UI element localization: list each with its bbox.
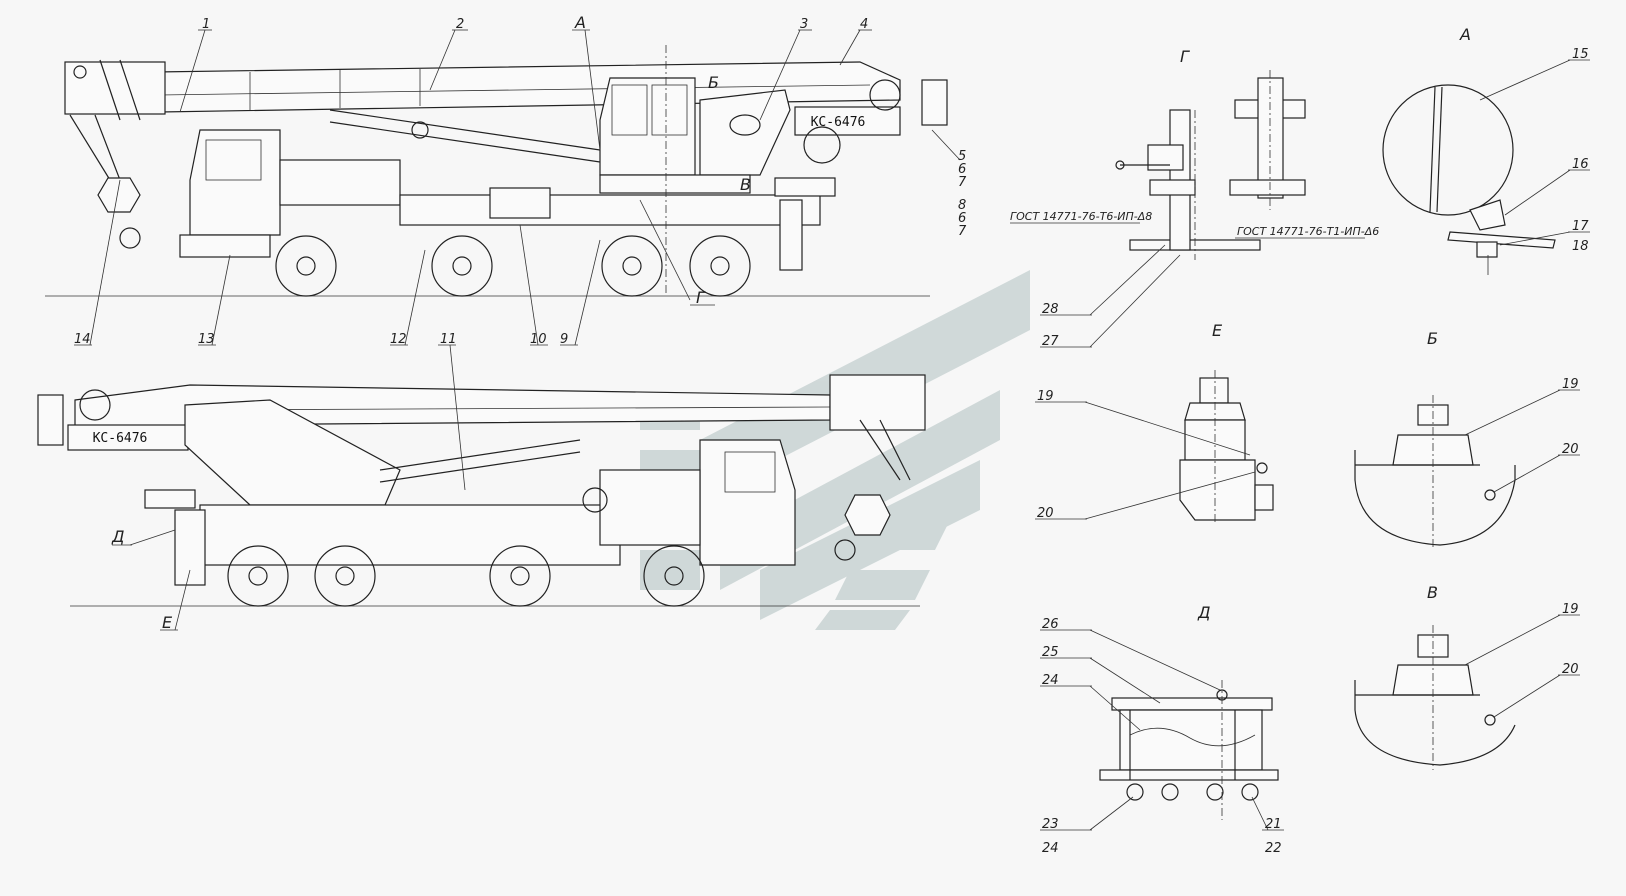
watermark-logo [640, 270, 1030, 630]
callout-6a: 6 [958, 162, 966, 177]
gost-label-top: ГОСТ 14771-76-Т6-ИП-Δ8 [1010, 210, 1152, 223]
callout-18: 18 [1572, 239, 1589, 254]
detail-B: Б 19 20 [1354, 329, 1580, 550]
callout-22: 22 [1265, 841, 1282, 856]
lamp-body [1382, 84, 1514, 216]
detail-A: А 15 16 17 18 [1382, 25, 1590, 275]
view-label-D-callout: Д [111, 527, 125, 546]
detail-E-title: Е [1212, 321, 1223, 340]
view-label-G-callout: Г [696, 288, 706, 307]
callout-4: 4 [860, 17, 868, 32]
boom-head-bottom [829, 374, 926, 561]
callout-6b: 6 [958, 211, 966, 226]
callout-8: 8 [958, 198, 966, 213]
wheels-top [275, 235, 751, 297]
view-label-A-top: А [574, 13, 586, 32]
detail-G-title: Г [1180, 47, 1190, 66]
view-label-V-top: В [740, 175, 751, 194]
callout-20a: 20 [1037, 506, 1054, 521]
callout-23: 23 [1042, 817, 1059, 832]
callout-19c: 19 [1562, 602, 1579, 617]
callout-15: 15 [1572, 47, 1589, 62]
callouts-top: 1 2 3 4 А Б В 5 6 7 8 6 7 Г 9 10 12 13 1… [74, 13, 967, 347]
detail-D-title: Д [1197, 603, 1211, 622]
callout-24a: 24 [1042, 673, 1059, 688]
detail-E: Е 19 20 [1035, 321, 1274, 525]
wheels-bottom [227, 545, 705, 607]
gost-label-bottom: ГОСТ 14771-76-Т1-ИП-Δ6 [1237, 225, 1379, 238]
callout-19b: 19 [1562, 377, 1579, 392]
callout-21: 21 [1265, 817, 1282, 832]
callout-3: 3 [800, 17, 808, 32]
view-label-E-callout: Е [162, 613, 173, 632]
operator-cabin [599, 77, 696, 176]
callout-20b: 20 [1562, 442, 1579, 457]
truck-cab-bottom [699, 439, 796, 566]
callout-25: 25 [1042, 645, 1059, 660]
detail-D: Д 26 25 24 23 24 21 22 [1040, 603, 1284, 856]
callout-28: 28 [1042, 302, 1059, 317]
callout-16: 16 [1572, 157, 1589, 172]
view-label-B-top: Б [708, 73, 719, 92]
callout-5: 5 [958, 149, 966, 164]
callout-24b: 24 [1042, 841, 1059, 856]
detail-V: В 19 20 [1354, 583, 1580, 770]
hook-block [97, 177, 141, 249]
truck-cab [189, 129, 281, 236]
callout-20c: 20 [1562, 662, 1579, 677]
detail-A-title: А [1459, 25, 1471, 44]
callout-12: 12 [390, 332, 407, 347]
callout-11: 11 [440, 332, 457, 347]
detail-G: Г ГОСТ 14771-76-Т6-ИП-Δ8 ГОСТ 14771-76-Т… [1010, 47, 1379, 349]
callout-26: 26 [1042, 617, 1059, 632]
crane-side-view-top: КС-6476 [45, 45, 948, 297]
callout-27: 27 [1042, 334, 1059, 349]
callouts-bottom: 11 Д Е [111, 332, 466, 632]
detail-B-title: Б [1427, 329, 1438, 348]
callout-7b: 7 [958, 224, 967, 239]
boom-head [64, 59, 166, 121]
callout-7a: 7 [958, 175, 967, 190]
model-plate-bottom: КС-6476 [93, 431, 148, 446]
callout-13: 13 [198, 332, 215, 347]
chassis-frame-bottom [199, 504, 621, 566]
callout-17: 17 [1572, 219, 1589, 234]
callout-19a: 19 [1037, 389, 1054, 404]
turntable-frame [699, 89, 791, 176]
turntable [599, 174, 751, 194]
callout-10: 10 [530, 332, 547, 347]
chassis-frame [399, 194, 821, 226]
callout-2: 2 [456, 17, 464, 32]
callout-14: 14 [74, 332, 91, 347]
callout-9: 9 [560, 332, 568, 347]
detail-V-title: В [1427, 583, 1438, 602]
model-plate-top: КС-6476 [811, 115, 866, 130]
crane-side-view-bottom: КС-6476 [37, 374, 926, 607]
callout-1: 1 [202, 17, 210, 32]
